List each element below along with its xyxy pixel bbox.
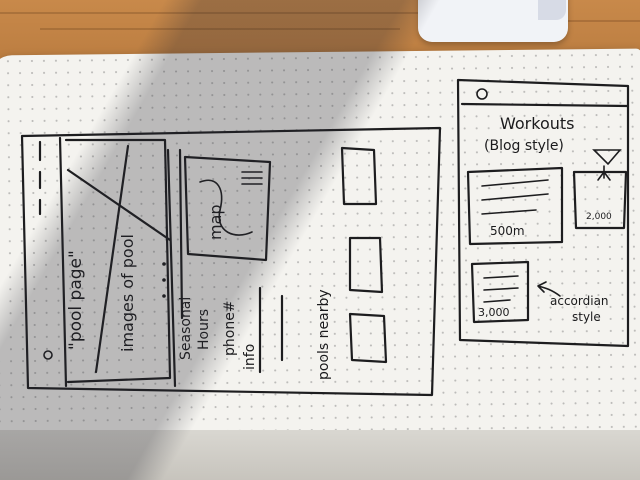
pool-page-title: "pool page" xyxy=(66,250,86,350)
notebook-edge xyxy=(0,430,640,480)
pools-nearby-label: pools nearby xyxy=(316,289,332,380)
workout-card-2 xyxy=(572,149,628,230)
seasonal-hours-line2: Hours xyxy=(196,308,212,350)
images-placeholder-x xyxy=(64,138,172,384)
right-mobile-frame xyxy=(456,78,630,348)
pools-nearby-boxes xyxy=(340,146,388,364)
card-2-value: 2,000 xyxy=(586,212,612,222)
workouts-title: Workouts xyxy=(500,114,575,133)
white-device xyxy=(418,0,568,42)
workouts-subtitle: (Blog style) xyxy=(484,138,564,154)
card-1-value: 500m xyxy=(490,224,525,238)
phone-label: phone# xyxy=(222,300,238,356)
images-label: images of pool xyxy=(118,234,137,352)
seasonal-hours-line1: Seasonal xyxy=(178,296,194,360)
accordion-annotation-line2: style xyxy=(572,310,601,324)
card-3-value: 3,000 xyxy=(478,306,510,319)
workout-card-1 xyxy=(466,166,564,246)
workout-card-3 xyxy=(470,260,530,324)
carousel-dots xyxy=(162,262,166,298)
map-box xyxy=(183,155,272,262)
info-label: info xyxy=(242,343,258,370)
accordion-annotation-line1: accordian xyxy=(550,294,609,308)
left-browser-frame xyxy=(20,126,442,397)
map-label: map xyxy=(206,204,225,240)
